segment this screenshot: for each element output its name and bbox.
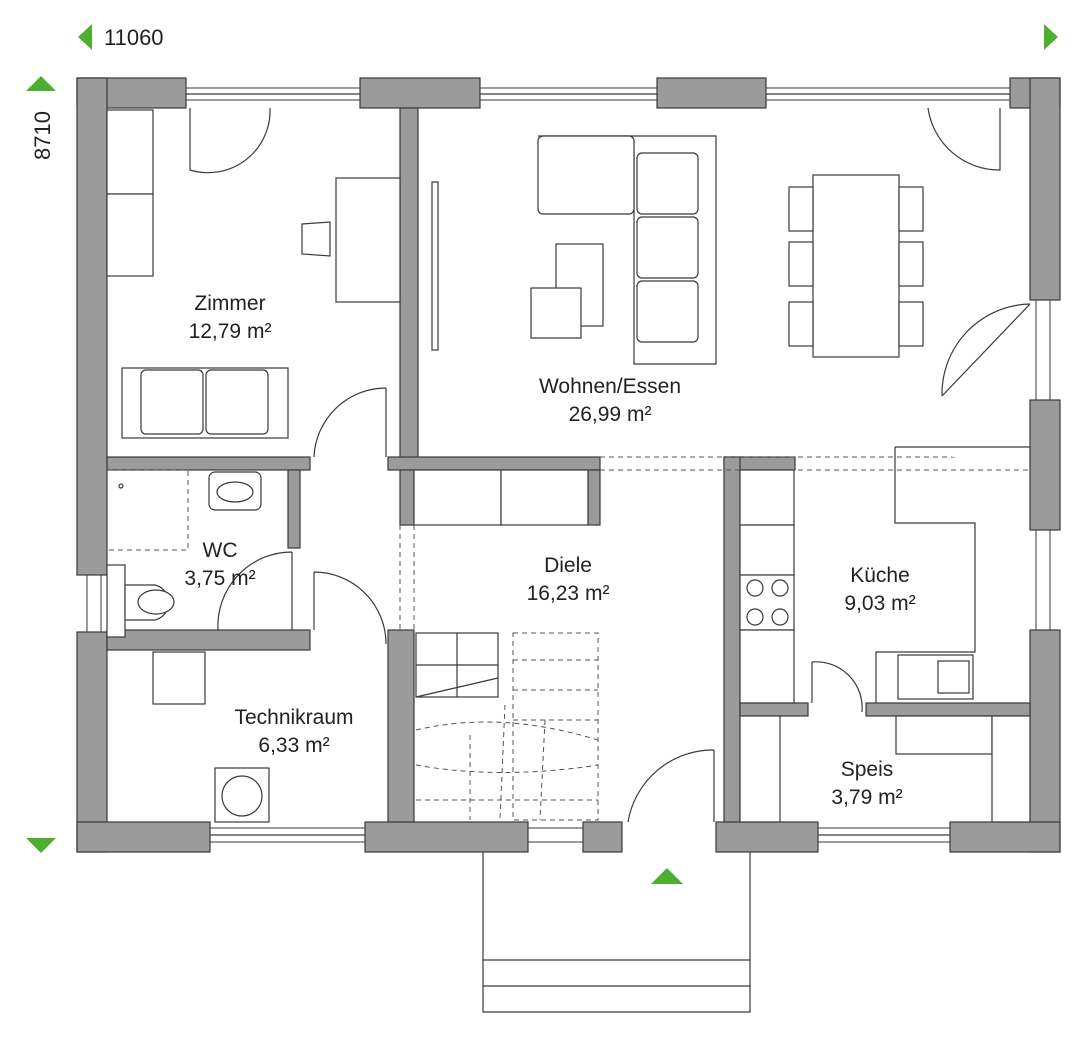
svg-text:12,79 m²: 12,79 m² xyxy=(189,320,272,343)
room-label-wc: WC 3,75 m² xyxy=(184,539,255,590)
doors xyxy=(189,107,1031,823)
svg-text:3,79 m²: 3,79 m² xyxy=(831,786,902,809)
svg-text:Speis: Speis xyxy=(841,758,894,781)
svg-text:Wohnen/Essen: Wohnen/Essen xyxy=(539,375,681,398)
svg-text:6,33 m²: 6,33 m² xyxy=(258,734,329,757)
depth-dimension: 8710 xyxy=(30,111,55,160)
width-dimension: 11060 xyxy=(104,25,164,50)
room-label-wohnen-essen: Wohnen/Essen 26,99 m² xyxy=(539,375,681,426)
room-label-diele: Diele 16,23 m² xyxy=(527,554,610,605)
svg-text:WC: WC xyxy=(203,539,238,562)
arrow-down-icon xyxy=(26,838,56,853)
furniture xyxy=(106,109,1031,1013)
svg-text:Zimmer: Zimmer xyxy=(194,292,265,315)
entrance-arrow-icon xyxy=(651,868,683,884)
svg-text:26,99 m²: 26,99 m² xyxy=(569,403,652,426)
svg-text:Diele: Diele xyxy=(544,554,592,577)
svg-text:Technikraum: Technikraum xyxy=(234,706,353,729)
room-label-zimmer: Zimmer 12,79 m² xyxy=(189,292,272,343)
svg-text:9,03 m²: 9,03 m² xyxy=(844,592,915,615)
staircase xyxy=(415,632,599,821)
room-label-kueche: Küche 9,03 m² xyxy=(844,564,915,615)
svg-text:Küche: Küche xyxy=(850,564,910,587)
room-label-technikraum: Technikraum 6,33 m² xyxy=(234,706,353,757)
arrow-left-icon xyxy=(78,24,92,50)
svg-text:3,75 m²: 3,75 m² xyxy=(184,567,255,590)
svg-text:16,23 m²: 16,23 m² xyxy=(527,582,610,605)
room-label-speis: Speis 3,79 m² xyxy=(831,758,902,809)
arrow-right-icon xyxy=(1044,24,1058,50)
entry-steps xyxy=(482,852,751,1013)
arrow-up-icon xyxy=(26,76,56,91)
